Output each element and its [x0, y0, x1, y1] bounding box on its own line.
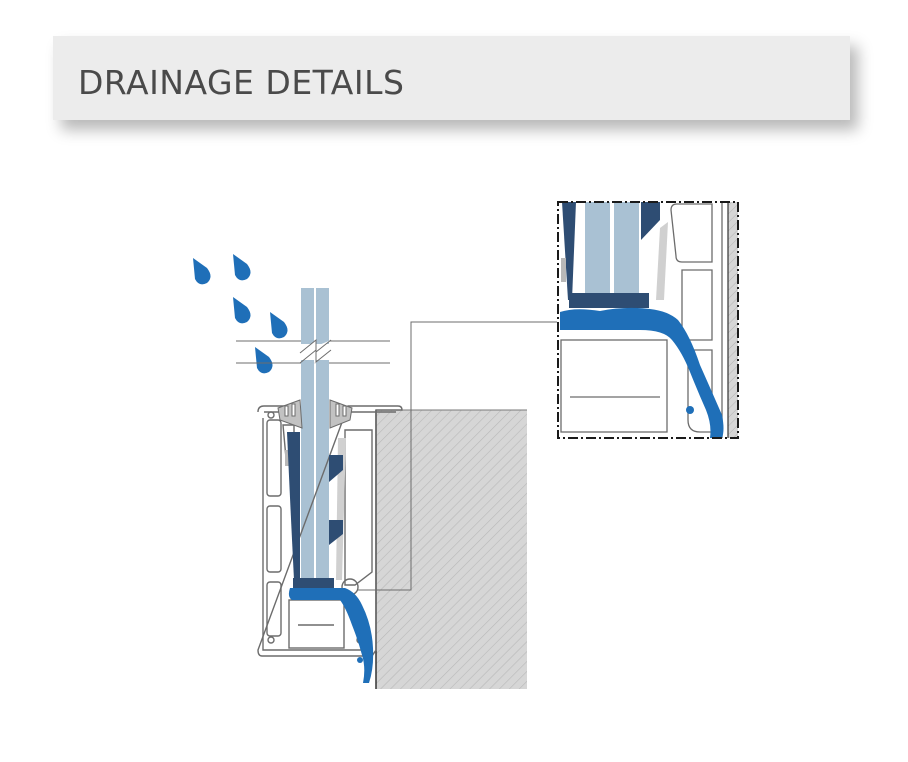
page-title: DRAINAGE DETAILS [78, 63, 405, 102]
raindrop-icon [193, 258, 211, 285]
raindrop-icon [233, 297, 251, 324]
raindrop-icon [233, 254, 251, 281]
top-gaskets [277, 399, 353, 429]
detail-inset [557, 201, 739, 439]
concrete-slab [375, 409, 527, 689]
header-banner: DRAINAGE DETAILS [53, 36, 850, 120]
raindrop-icon [255, 347, 273, 374]
raindrop-icon [270, 312, 288, 339]
setting-blocks [287, 432, 343, 589]
callout-leader [358, 321, 557, 591]
raindrops [193, 254, 288, 374]
side-spacer [285, 450, 290, 466]
base-profile [257, 405, 403, 657]
water-path [288, 588, 374, 683]
glass-panel [299, 288, 332, 582]
